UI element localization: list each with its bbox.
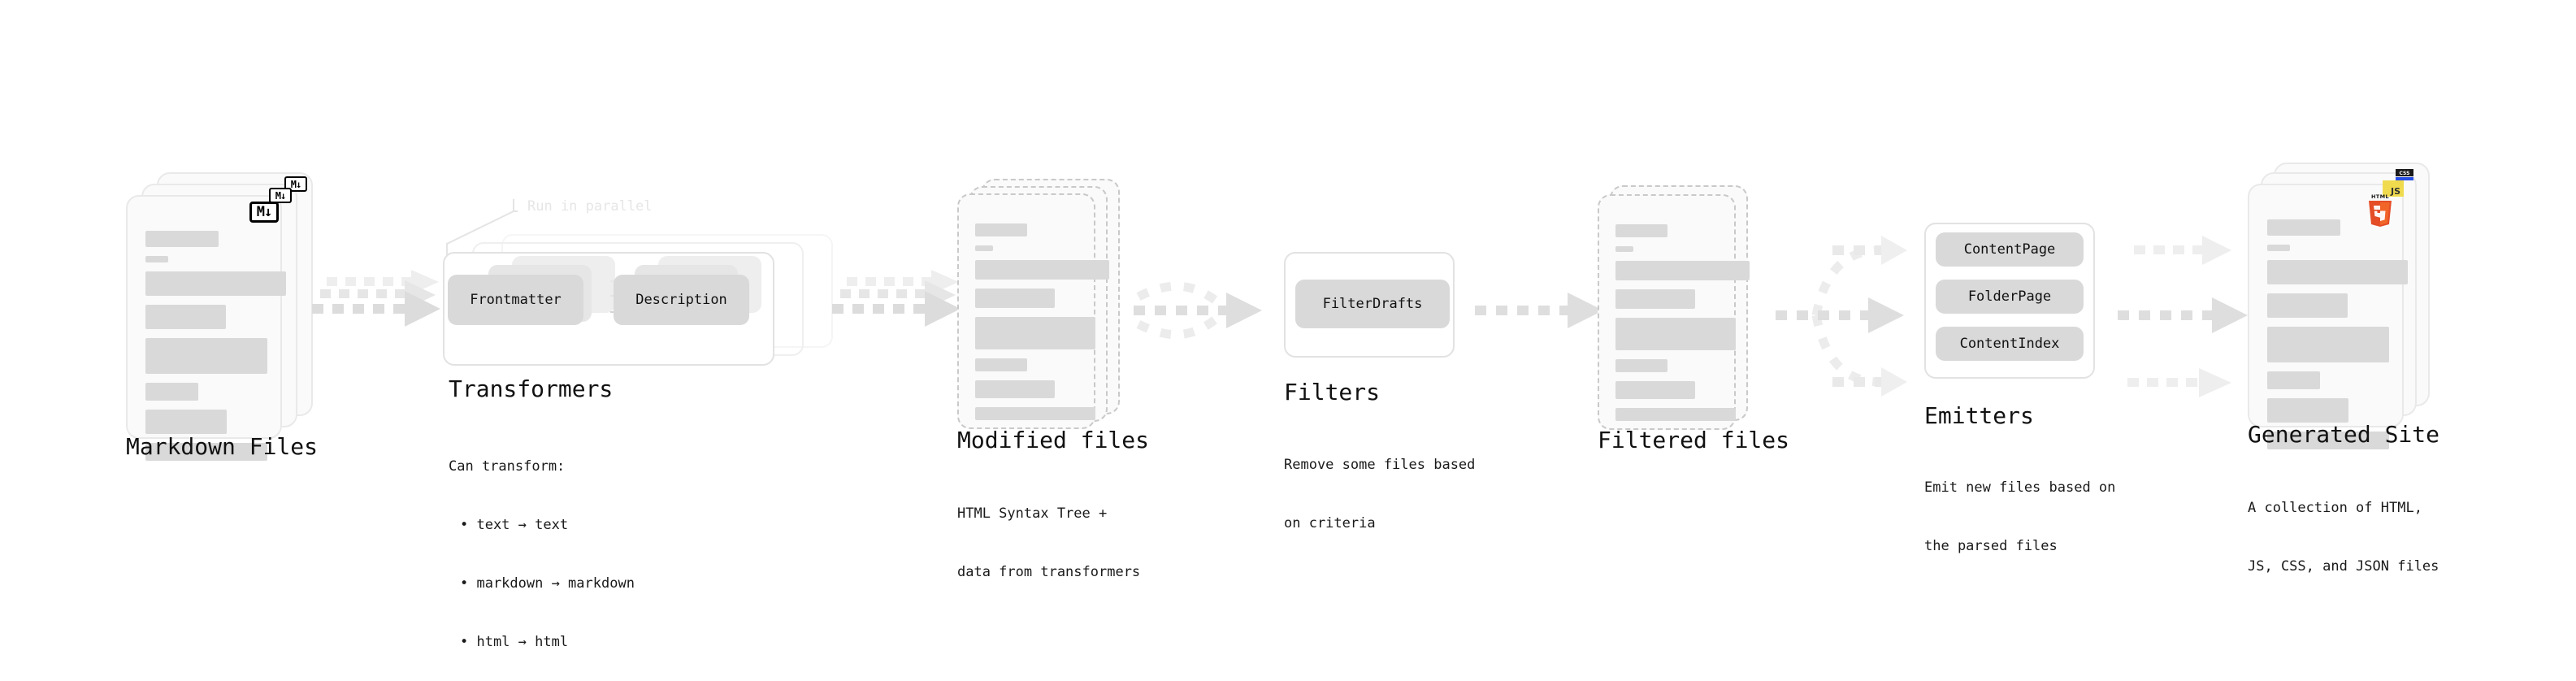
doc-line: [145, 305, 226, 329]
arrow-emitters-to-site: [2118, 236, 2264, 398]
doc-line: [145, 338, 267, 374]
doc-line: [145, 231, 219, 247]
doc-line: [975, 407, 1095, 420]
markdown-icon-back: M↓: [284, 176, 307, 192]
arrow-md-to-transformers: [309, 268, 455, 349]
svg-text:JS: JS: [2390, 186, 2400, 197]
emitter-pill-contentindex[interactable]: ContentIndex: [1936, 327, 2084, 361]
generated-site-caption: A collection of HTML, JS, CSS, and JSON …: [2248, 459, 2439, 615]
markdown-icon-front: M↓: [249, 202, 279, 223]
doc-line: [1615, 408, 1736, 421]
doc-line: [2267, 371, 2320, 389]
arrow-filtered-to-emitters: [1776, 236, 1930, 398]
markdown-icon-label: M↓: [256, 203, 273, 220]
modified-files-stack: [957, 179, 1144, 439]
doc-line: [975, 223, 1027, 236]
doc-line: [145, 443, 267, 461]
doc-line: [975, 288, 1055, 308]
modified-files-caption: HTML Syntax Tree + data from transformer…: [957, 465, 1140, 621]
doc-line: [975, 260, 1109, 280]
doc-line: [145, 410, 227, 434]
transformers-group: Run in parallel Frontmatter Description: [443, 195, 833, 382]
caption-line: • markdown → markdown: [460, 575, 635, 592]
emitter-pill-label: ContentIndex: [1959, 336, 2060, 352]
arrow-transformers-to-modified: [829, 268, 975, 349]
doc-line: [1615, 318, 1736, 350]
doc-line: [2267, 398, 2348, 423]
javascript-icon: JS: [2383, 180, 2404, 197]
doc-line: [2267, 219, 2340, 236]
caption-line: Emit new files based on: [1924, 479, 2116, 496]
arrow-filters-to-filtered: [1475, 288, 1605, 337]
markdown-doc-lines: [145, 231, 293, 470]
emitters-group: ContentPage FolderPage ContentIndex: [1924, 223, 2111, 385]
transformer-pill-description[interactable]: Description: [614, 275, 749, 325]
doc-line: [1615, 261, 1750, 280]
emitters-caption: Emit new files based on the parsed files: [1924, 439, 2115, 595]
modified-doc-lines: [975, 223, 1125, 429]
caption-line: JS, CSS, and JSON files: [2248, 558, 2439, 575]
arrow-modified-to-filters: [1134, 264, 1288, 354]
filtered-doc-lines: [1615, 224, 1765, 430]
doc-line: [975, 358, 1027, 371]
svg-text:CSS: CSS: [2400, 171, 2410, 176]
doc-line: [1615, 381, 1695, 399]
doc-line: [975, 245, 993, 251]
filters-title: Filters: [1284, 379, 1381, 406]
generated-site-title: Generated Site: [2248, 421, 2440, 448]
doc-line: [2267, 293, 2348, 318]
emitter-pill-label: ContentPage: [1963, 241, 2056, 258]
doc-line: [2267, 245, 2290, 251]
caption-line: Can transform:: [449, 458, 566, 475]
doc-line: [975, 317, 1095, 349]
markdown-icon-label: M↓: [290, 178, 301, 190]
caption-line: data from transformers: [957, 564, 1141, 580]
caption-line: • html → html: [460, 634, 569, 650]
transformer-pill-label: Frontmatter: [470, 292, 562, 308]
caption-line: Remove some files based: [1284, 457, 1476, 473]
emitter-pill-folderpage[interactable]: FolderPage: [1936, 280, 2084, 314]
transformer-pill-frontmatter[interactable]: Frontmatter: [448, 275, 583, 325]
doc-line: [2267, 260, 2408, 284]
transformers-title: Transformers: [449, 375, 614, 402]
doc-line: [1615, 246, 1633, 252]
caption-line: the parsed files: [1924, 538, 2058, 554]
emitter-pill-label: FolderPage: [1967, 288, 2052, 305]
filter-pill-filterdrafts[interactable]: FilterDrafts: [1295, 280, 1450, 328]
generated-site-stack: CSS JS HTML: [2248, 163, 2443, 449]
modified-files-title: Modified files: [957, 427, 1150, 453]
filtered-files-stack: [1598, 185, 1785, 437]
markdown-files-title: Markdown Files: [126, 433, 319, 460]
caption-line: on criteria: [1284, 515, 1376, 531]
transformers-caption: Can transform: • text → text • markdown …: [449, 418, 635, 681]
doc-line: [1615, 289, 1695, 309]
emitter-pill-contentpage[interactable]: ContentPage: [1936, 232, 2084, 267]
filters-group: FilterDrafts: [1284, 252, 1463, 366]
run-in-parallel-bracket: [446, 199, 518, 258]
run-in-parallel-label: Run in parallel: [527, 198, 653, 215]
doc-line: [145, 271, 286, 296]
markdown-icon-label: M↓: [275, 189, 286, 202]
markdown-icon-mid: M↓: [269, 188, 292, 203]
svg-text:HTML: HTML: [2371, 193, 2389, 200]
caption-line: • text → text: [460, 517, 569, 533]
site-doc-lines: [2267, 219, 2423, 458]
doc-line: [1615, 224, 1667, 237]
doc-line: [145, 383, 198, 401]
doc-line: [145, 256, 168, 262]
doc-line: [2267, 327, 2389, 362]
doc-line: [1615, 359, 1667, 372]
filters-caption: Remove some files based on criteria: [1284, 416, 1475, 572]
caption-line: HTML Syntax Tree +: [957, 505, 1108, 522]
filter-pill-label: FilterDrafts: [1322, 296, 1423, 312]
css3-icon: CSS: [2396, 169, 2413, 180]
emitters-title: Emitters: [1924, 402, 2034, 429]
html5-icon: HTML: [2369, 193, 2392, 227]
markdown-files-stack: M↓ M↓ M↓: [126, 172, 313, 461]
doc-line: [975, 380, 1055, 398]
filtered-files-title: Filtered files: [1598, 427, 1790, 453]
doc-line: [2267, 432, 2389, 449]
caption-line: A collection of HTML,: [2248, 500, 2422, 516]
transformer-pill-label: Description: [635, 292, 727, 308]
